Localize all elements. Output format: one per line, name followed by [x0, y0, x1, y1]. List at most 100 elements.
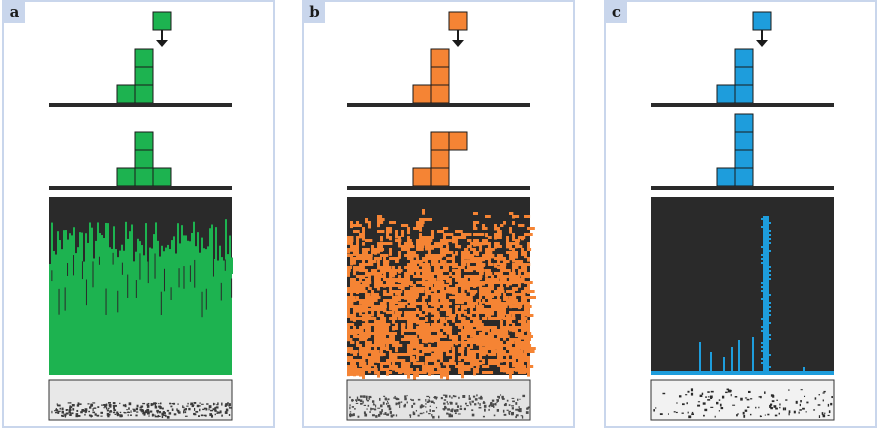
mesh-cell	[500, 320, 503, 328]
mesh-cell	[482, 254, 485, 262]
speckle	[357, 398, 361, 401]
dendrite-branch	[761, 318, 763, 320]
speckle	[814, 397, 817, 400]
mesh-cell	[377, 371, 380, 378]
mesh-cell	[347, 269, 351, 272]
mesh-cell	[494, 305, 497, 310]
mesh-cell	[467, 365, 471, 368]
mesh-cell	[482, 350, 485, 354]
mesh-cell	[416, 350, 420, 353]
column	[225, 219, 227, 274]
mesh-cell	[527, 227, 535, 230]
mesh-cell	[485, 278, 494, 281]
mesh-cell	[437, 242, 443, 245]
mesh-cell	[383, 320, 386, 324]
speckle	[444, 405, 446, 409]
mesh-cell	[362, 233, 365, 241]
mesh-cell	[437, 329, 440, 335]
mesh-cell	[410, 290, 413, 299]
mesh-cell	[419, 353, 425, 356]
speckle	[198, 415, 200, 418]
mesh-cell	[452, 236, 455, 244]
speckle	[803, 395, 806, 398]
mesh-cell	[473, 368, 476, 376]
mesh-cell	[356, 266, 359, 272]
speckle	[707, 391, 710, 393]
speckle	[703, 414, 705, 417]
mesh-cell	[365, 356, 370, 359]
mesh-cell	[500, 305, 506, 308]
mesh-cell	[398, 251, 401, 259]
speckle	[158, 402, 160, 405]
mesh-cell	[374, 353, 377, 359]
column	[83, 261, 85, 274]
mesh-cell	[404, 266, 409, 269]
speckle	[108, 404, 112, 407]
mesh-cell	[425, 359, 434, 362]
mesh-cell	[413, 290, 416, 298]
mesh-cell	[347, 323, 351, 326]
speckle	[800, 400, 802, 403]
speckle	[419, 412, 423, 415]
mesh-cell	[521, 236, 524, 241]
mesh-cell	[500, 272, 503, 280]
speckle	[459, 408, 463, 410]
speckle	[61, 415, 65, 417]
speckle	[64, 413, 67, 417]
speckle	[51, 410, 53, 414]
mesh-cell	[377, 272, 380, 280]
speckle	[469, 403, 471, 405]
mesh-cell	[377, 344, 386, 347]
speckle	[433, 401, 435, 405]
mesh-cell	[416, 281, 421, 284]
mesh-cell	[509, 326, 512, 332]
mesh-cell	[395, 344, 398, 348]
column	[165, 247, 167, 274]
speckle	[113, 406, 116, 410]
mesh-cell	[389, 311, 393, 314]
mesh-cell	[395, 311, 403, 314]
speckle	[760, 395, 762, 399]
mesh-cell	[497, 359, 500, 367]
speckle	[199, 402, 201, 404]
mesh-cell	[347, 236, 354, 239]
dendrite-branch	[761, 282, 763, 284]
mesh-cell	[440, 332, 443, 338]
mesh-cell	[506, 239, 509, 248]
mesh-cell	[353, 299, 357, 302]
speckle	[229, 407, 233, 409]
mesh-cell	[386, 278, 389, 286]
mesh-cell	[407, 329, 411, 332]
mesh-cell	[422, 272, 425, 280]
mesh-cell	[350, 296, 356, 299]
panel-label-b: b	[304, 2, 325, 23]
speckle	[687, 411, 689, 414]
mesh-cell	[488, 332, 494, 335]
column-gap	[194, 259, 196, 288]
speckle	[196, 404, 200, 408]
speckle	[109, 411, 113, 413]
mesh-cell	[437, 350, 440, 359]
speckle	[355, 400, 358, 403]
mesh-cell	[467, 251, 470, 260]
mesh-cell	[473, 320, 476, 328]
speckle	[57, 404, 60, 407]
speckle	[496, 409, 500, 412]
speckle	[109, 410, 112, 412]
column	[51, 222, 53, 274]
mesh-cell	[419, 326, 422, 334]
mesh-cell	[422, 314, 425, 318]
mesh-cell	[350, 341, 355, 344]
mesh-cell	[398, 275, 401, 283]
mesh-cell	[521, 266, 524, 270]
speckle	[210, 409, 214, 412]
column-gap	[64, 287, 66, 311]
mesh-cell	[521, 314, 525, 317]
speckle	[116, 411, 119, 414]
mesh-cell	[512, 326, 519, 329]
mesh-cell	[491, 332, 497, 335]
speckle	[392, 414, 395, 417]
mesh-cell	[512, 353, 517, 356]
speckle	[69, 405, 71, 408]
mesh-cell	[512, 347, 515, 353]
